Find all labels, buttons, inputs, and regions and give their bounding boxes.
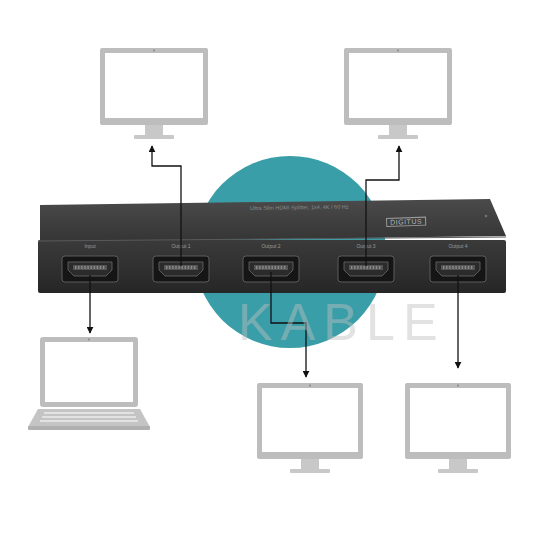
port-label: Input [60,243,120,249]
port-label: Output 1 [151,243,211,249]
signal-arrow [89,275,90,333]
monitor-icon [257,383,363,473]
signal-arrow [152,146,181,266]
signal-arrow [271,272,306,377]
hdmi-port [61,255,119,283]
hdmi-port-box: Output 1 [151,243,211,287]
signal-arrow [457,275,458,368]
monitor-icon [405,383,511,473]
hdmi-port [152,255,210,283]
port-label: Output 2 [241,243,301,249]
brand-label: DIGITUS [386,217,426,227]
hdmi-port [429,255,487,283]
hdmi-port-box: Output 2 [241,243,301,287]
laptop-icon [28,337,150,430]
product-title: Ultra Slim HDMI Splitter, 1x4, 4K / 60 H… [250,204,348,211]
monitor-icon [100,48,208,139]
splitter-body [38,199,506,293]
monitor-icon [344,48,452,139]
hdmi-port [242,255,300,283]
watermark: KABLE [238,292,446,352]
hdmi-port-box: Output 3 [336,243,396,287]
port-label: Output 3 [336,243,396,249]
signal-arrow [366,146,399,266]
hdmi-port-box: Output 4 [428,243,488,287]
port-label: Output 4 [428,243,488,249]
hdmi-port [337,255,395,283]
hdmi-splitter: Ultra Slim HDMI Splitter, 1x4, 4K / 60 H… [38,198,506,294]
hdmi-port-box: Input [60,243,120,287]
